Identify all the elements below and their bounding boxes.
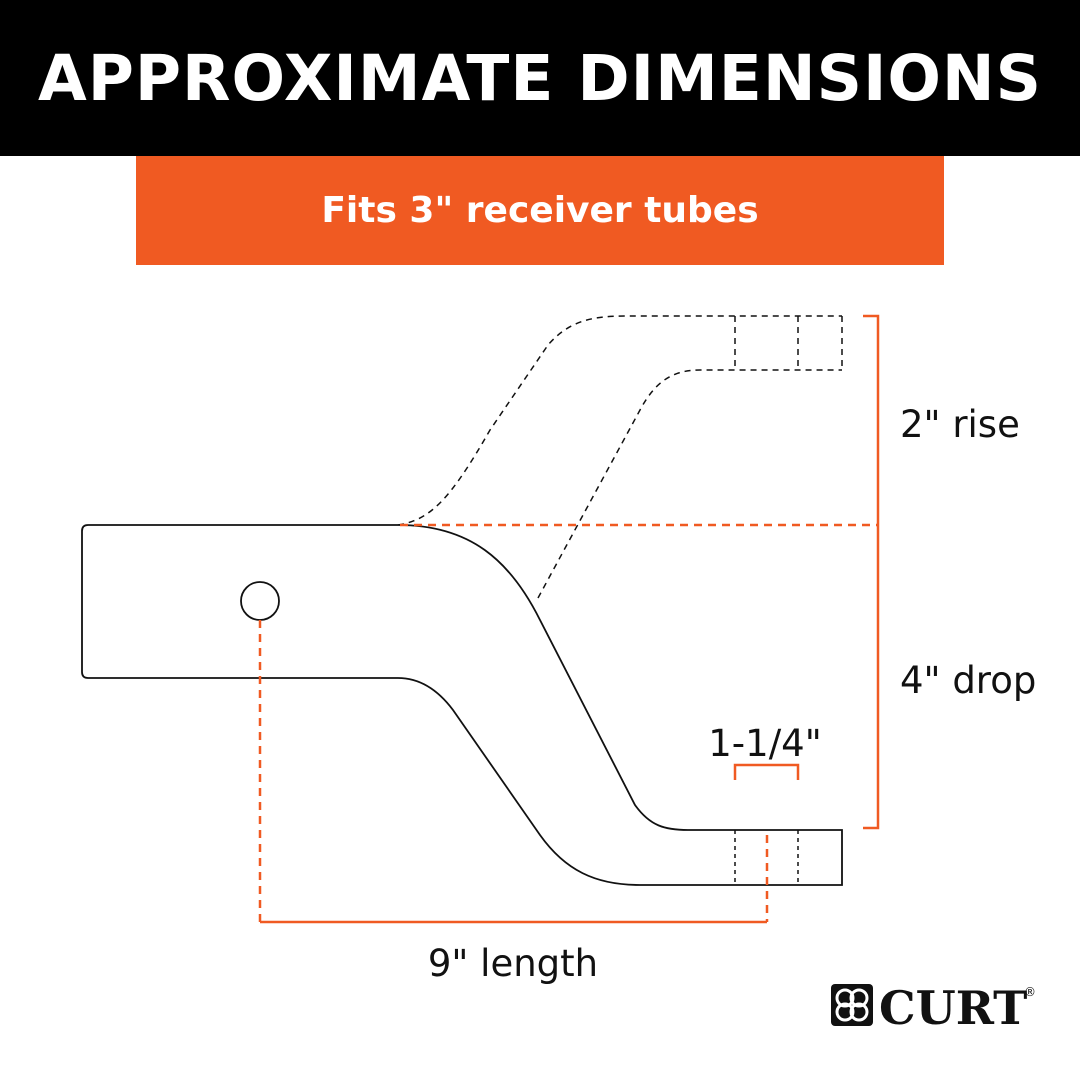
curt-logo-text: CURT	[879, 981, 1027, 1035]
rise-label: 2" rise	[900, 403, 1020, 446]
title-banner: APPROXIMATE DIMENSIONS	[0, 0, 1080, 156]
trademark-symbol: ®	[1024, 985, 1036, 999]
pin-hole	[240, 581, 280, 621]
curt-logo: CURT ®	[831, 981, 1036, 1035]
drop-label: 4" drop	[900, 659, 1036, 702]
subtitle: Fits 3" receiver tubes	[321, 190, 759, 231]
rise-drop-bracket	[863, 314, 880, 830]
thickness-bracket	[733, 763, 800, 780]
page-title: APPROXIMATE DIMENSIONS	[37, 41, 1043, 115]
length-label: 9" length	[428, 942, 598, 985]
rise-position-outline	[397, 315, 843, 599]
ball-hole-lines	[734, 830, 799, 885]
subtitle-banner: Fits 3" receiver tubes	[136, 156, 944, 265]
thickness-label: 1-1/4"	[708, 722, 821, 765]
ball-mount-shank	[81, 524, 843, 886]
dimension-lines	[258, 314, 880, 924]
curt-logo-icon	[831, 984, 873, 1026]
